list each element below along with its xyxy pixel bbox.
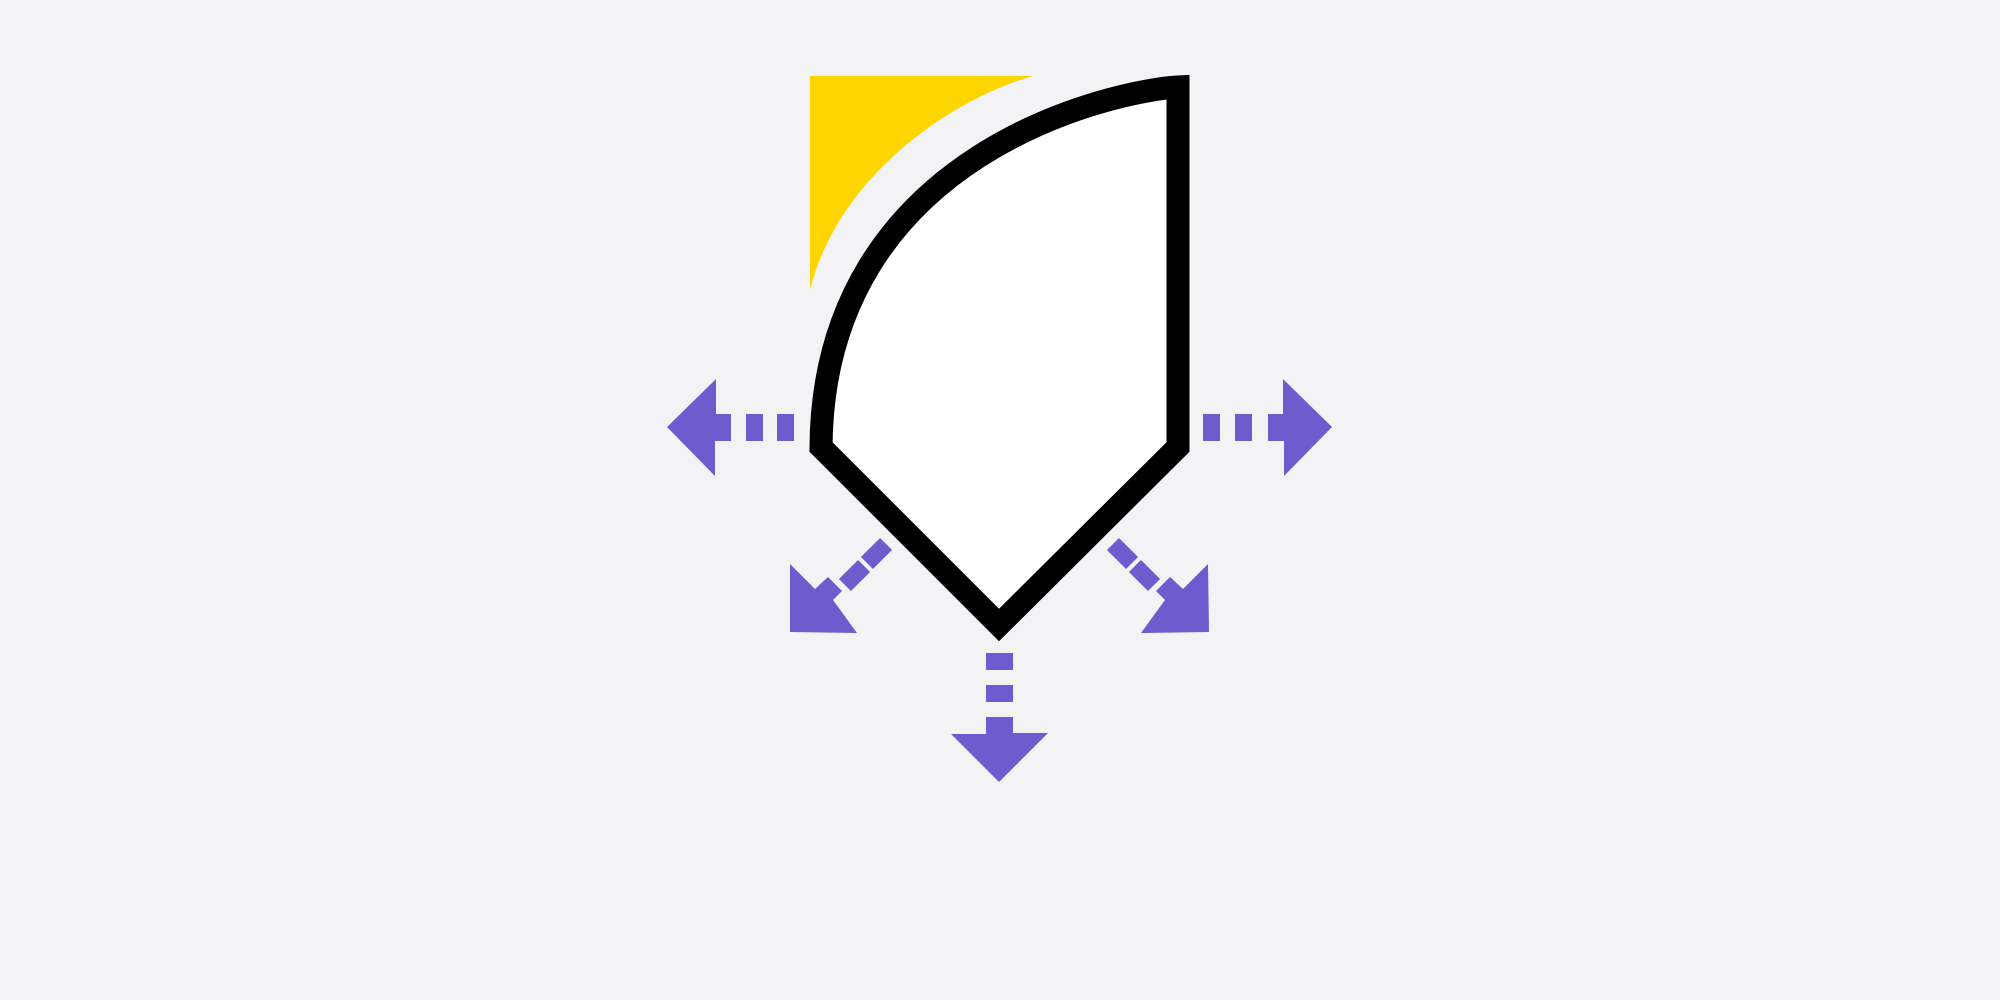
arrow-down-icon bbox=[951, 653, 1048, 782]
shield-shape bbox=[809, 74, 1190, 642]
arrow-right-icon bbox=[1203, 379, 1332, 476]
arrow-down-right-icon bbox=[1106, 537, 1209, 633]
yellow-corner-accent bbox=[810, 76, 1033, 290]
arrow-left-icon bbox=[667, 379, 794, 476]
arrow-down-left-icon bbox=[790, 537, 893, 633]
